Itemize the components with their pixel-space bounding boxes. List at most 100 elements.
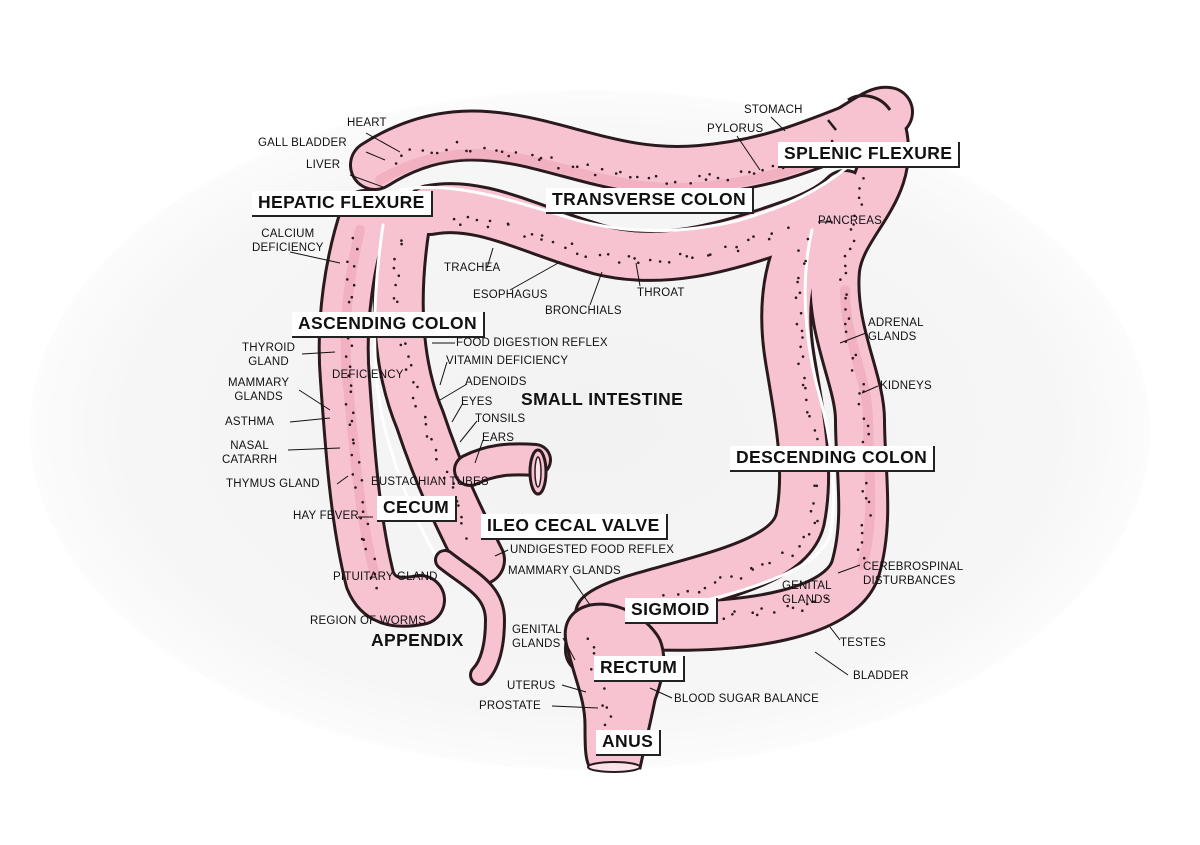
region-transverse-colon: TRANSVERSE COLON [546, 188, 755, 214]
stipple-dot [808, 414, 811, 418]
stipple-dot [637, 261, 640, 265]
stipple-dot [796, 280, 799, 284]
region-sigmoid: SIGMOID [625, 598, 718, 624]
stipple-dot [791, 554, 794, 558]
label-cerebrospinal-line1: CEREBROSPINAL [863, 561, 964, 573]
stipple-dot [804, 386, 807, 390]
stipple-dot [465, 149, 468, 153]
stipple-dot [803, 376, 806, 380]
stipple-dot [794, 296, 798, 300]
label-thyroid-line2: GLAND [248, 356, 289, 368]
stipple-dot [538, 158, 541, 161]
stipple-dot [445, 148, 448, 152]
stipple-dot [570, 242, 574, 245]
stipple-dot [408, 148, 412, 151]
label-adrenal-line2: GLANDS [868, 331, 917, 343]
stipple-dot [348, 423, 352, 427]
label-adenoids: ADENOIDS [465, 376, 527, 388]
stipple-dot [816, 437, 819, 441]
stipple-dot [747, 238, 750, 242]
transverse-upper-tube [352, 88, 911, 194]
stipple-dot [455, 140, 459, 144]
region-rectum: RECTUM [594, 656, 686, 682]
label-genital-l-line1: GENITAL [512, 624, 562, 636]
stipple-dot [500, 150, 504, 153]
label-undigested-food-reflex: UNDIGESTED FOOD REFLEX [510, 544, 675, 556]
stipple-dot [799, 311, 803, 315]
stipple-dot [404, 342, 407, 345]
label-region-of-worms: REGION OF WORMS [310, 615, 427, 627]
stipple-dot [564, 246, 567, 250]
stipple-dot [397, 274, 401, 278]
stipple-dot [704, 178, 708, 181]
stipple-dot [844, 271, 848, 275]
stipple-dot [686, 589, 689, 593]
label-calcium: CALCIUM DEFICIENCY [252, 227, 324, 255]
stipple-dot [347, 374, 350, 378]
stipple-dot [357, 461, 361, 464]
rectum-shape [563, 602, 666, 773]
label-bladder: BLADDER [853, 670, 909, 682]
stipple-dot [802, 535, 805, 539]
stipple-dot [394, 162, 398, 165]
stipple-dot [551, 240, 555, 244]
stipple-dot [407, 355, 410, 358]
stipple-dot [830, 139, 834, 143]
region-splenic-flexure: SPLENIC FLEXURE [778, 142, 961, 168]
stipple-dot [445, 470, 449, 474]
stipple-dot [617, 261, 621, 264]
stipple-dot [636, 175, 639, 179]
stipple-dot [801, 383, 805, 387]
label-heart: HEART [347, 117, 387, 129]
stipple-dot [861, 490, 864, 493]
stipple-dot [853, 214, 856, 218]
stipple-dot [844, 322, 847, 326]
stipple-dot [351, 473, 355, 476]
label-mammary-glands: MAMMARY GLANDS [508, 565, 621, 577]
label-esophagus: ESOPHAGUS [473, 289, 548, 301]
label-pancreas: PANCREAS [818, 215, 883, 227]
stipple-dot [614, 172, 618, 175]
stipple-dot [867, 500, 871, 504]
stipple-dot [865, 481, 868, 485]
stipple-dot [654, 174, 658, 178]
stipple-dot [348, 365, 352, 369]
label-adrenal-glands: ADRENAL GLANDS [868, 316, 924, 344]
stipple-dot [430, 151, 434, 155]
stipple-dot [755, 613, 759, 617]
stipple-dot [609, 715, 613, 718]
stipple-dot [854, 353, 858, 357]
label-liver: LIVER [306, 159, 341, 171]
stipple-dot [424, 422, 428, 426]
stipple-dot [361, 500, 365, 504]
label-genital-l-line2: GLANDS [512, 638, 561, 650]
stipple-dot [862, 382, 865, 386]
stipple-dot [393, 257, 396, 261]
stipple-dot [523, 235, 526, 238]
label-mammary-glands-left: MAMMARY GLANDS [228, 376, 289, 404]
label-mammary-line1: MAMMARY [228, 377, 290, 389]
stipple-dot [731, 613, 734, 616]
stipple-dot [806, 411, 809, 414]
stipple-dot [344, 355, 348, 358]
stipple-dot [466, 215, 470, 219]
stipple-dot [858, 187, 861, 190]
stipple-dot [849, 228, 853, 231]
stipple-dot [459, 223, 462, 226]
label-uterus: UTERUS [507, 680, 556, 692]
stipple-dot [736, 249, 740, 253]
stipple-dot [860, 541, 864, 544]
stipple-dot [703, 586, 707, 590]
stipple-dot [412, 381, 415, 384]
stipple-dot [861, 440, 865, 444]
stipple-dot [805, 398, 808, 402]
stipple-dot [486, 225, 490, 229]
stipple-dot [346, 278, 349, 281]
stipple-dot [352, 265, 356, 268]
stipple-dot [685, 254, 689, 258]
inner-ascending-tube [375, 202, 503, 583]
stipple-dot [586, 637, 590, 640]
stipple-dot [400, 242, 403, 246]
stipple-dot [791, 606, 795, 610]
stipple-dot [475, 218, 479, 222]
